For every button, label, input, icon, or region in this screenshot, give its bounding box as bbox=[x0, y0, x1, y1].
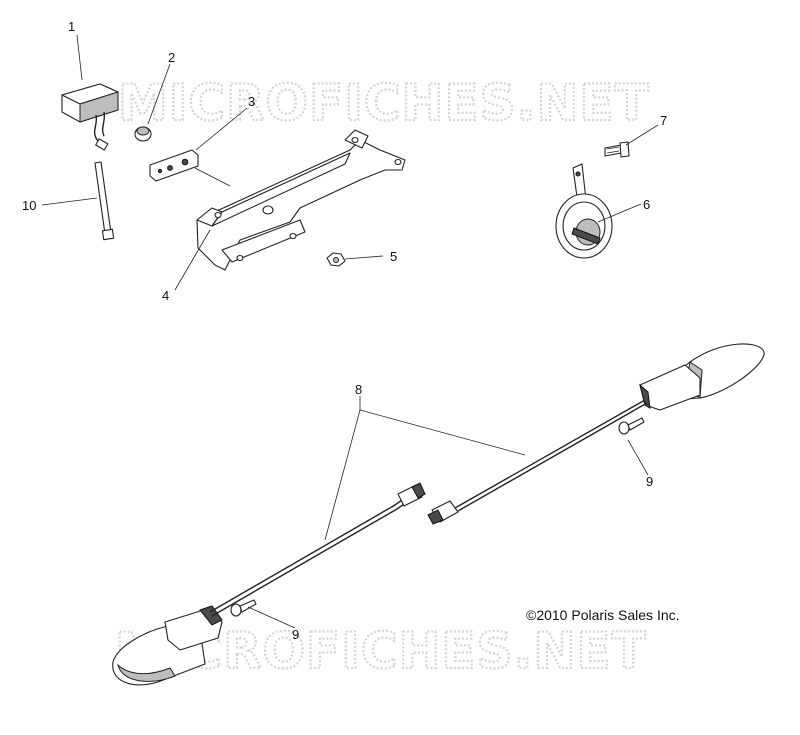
callout-2: 2 bbox=[168, 50, 175, 65]
part-8-turn-signal-lower bbox=[112, 482, 426, 686]
part-9-screw-upper bbox=[618, 417, 645, 435]
watermark-top: MICROFICHES.NET bbox=[118, 74, 650, 132]
callout-1: 1 bbox=[68, 19, 75, 34]
part-7-screw bbox=[604, 141, 630, 158]
callout-7: 7 bbox=[660, 113, 667, 128]
callout-9-lower: 9 bbox=[292, 627, 299, 642]
callout-8: 8 bbox=[355, 382, 362, 397]
part-9-screw-lower bbox=[230, 599, 257, 617]
callout-9-upper: 9 bbox=[646, 474, 653, 489]
part-1-relay-module bbox=[61, 83, 119, 151]
part-4-bracket bbox=[196, 129, 406, 271]
callout-5: 5 bbox=[390, 249, 397, 264]
callout-3: 3 bbox=[248, 94, 255, 109]
part-5-nut bbox=[326, 252, 346, 267]
callout-4: 4 bbox=[162, 288, 169, 303]
part-10-cable-tie bbox=[94, 161, 115, 241]
callout-6: 6 bbox=[643, 197, 650, 212]
part-2-spacer bbox=[134, 126, 152, 142]
part-3-plate bbox=[149, 149, 199, 182]
callout-10: 10 bbox=[22, 198, 36, 213]
part-8-turn-signal-upper bbox=[427, 343, 765, 525]
part-6-horn bbox=[555, 163, 613, 259]
leader-lines bbox=[41, 34, 659, 629]
copyright-notice: ©2010 Polaris Sales Inc. bbox=[526, 607, 680, 623]
